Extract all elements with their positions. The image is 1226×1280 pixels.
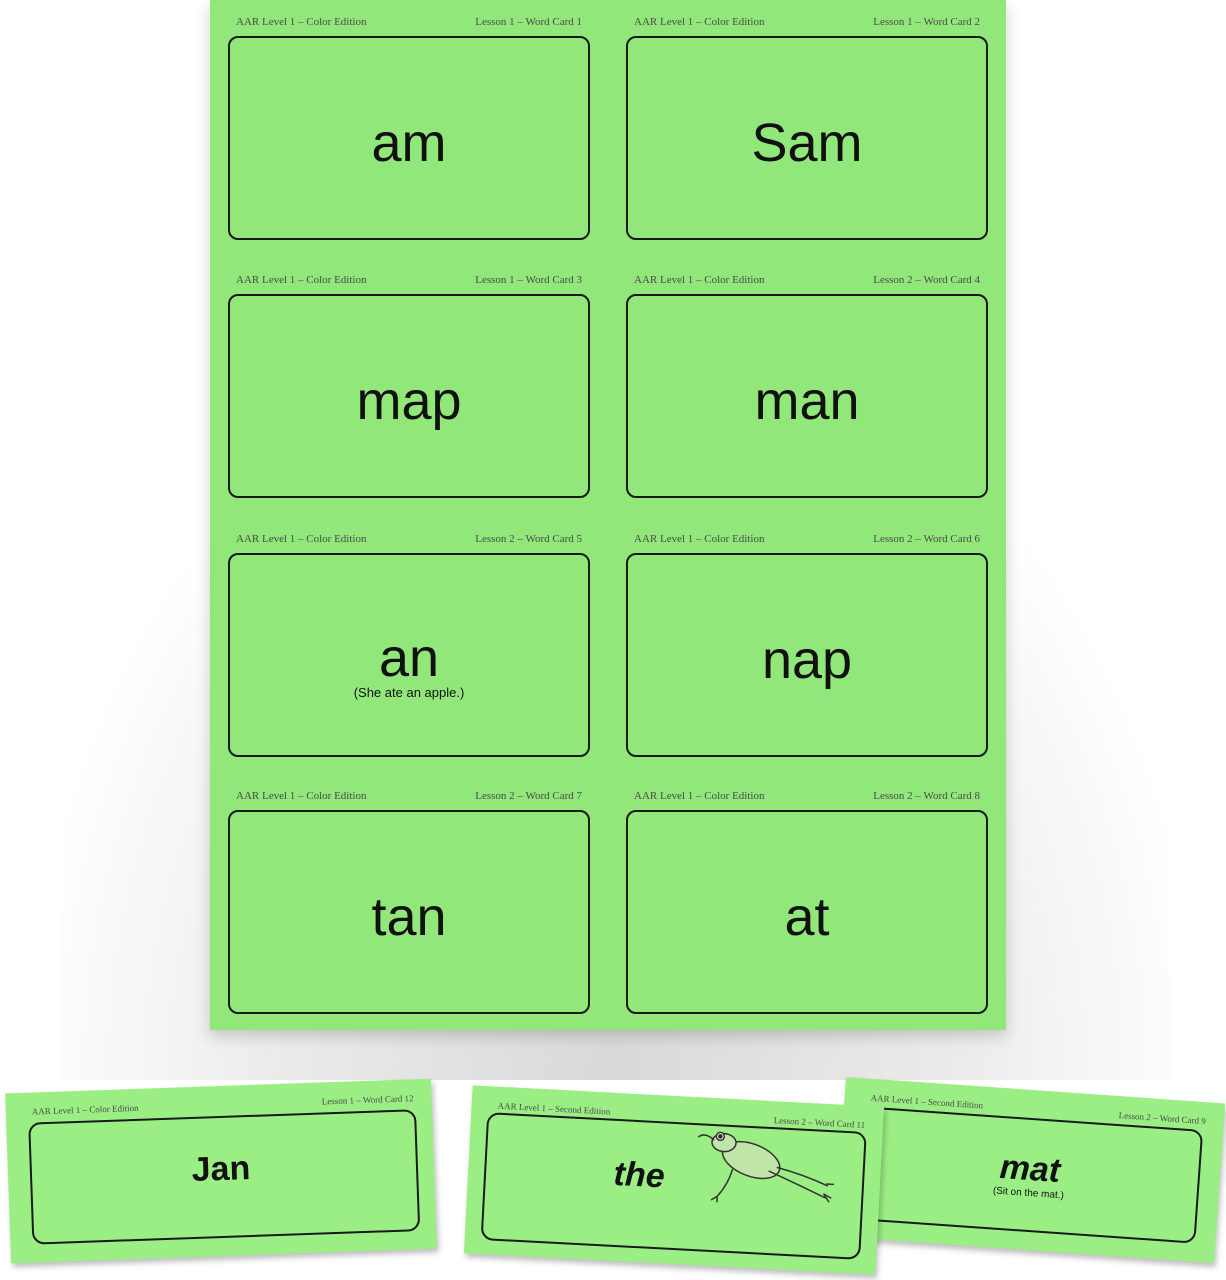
card-word: an — [378, 628, 440, 688]
word-card-an[interactable]: AAR Level 1 – Color Edition Lesson 2 – Wo… — [228, 517, 590, 765]
card-ref: Lesson 2 – Word Card 5 — [475, 533, 582, 545]
card-edition: AAR Level 1 – Color Edition — [634, 533, 765, 545]
card-ref: Lesson 1 – Word Card 1 — [475, 16, 582, 28]
card-word: man — [754, 371, 860, 431]
card-edition: AAR Level 1 – Color Edition — [31, 1102, 139, 1117]
card-ref: Lesson 2 – Word Card 4 — [873, 274, 980, 286]
card-word: tan — [371, 887, 447, 947]
card-ref: Lesson 2 – Word Card 8 — [873, 790, 980, 802]
card-word: am — [371, 113, 447, 173]
frog-icon — [687, 1117, 842, 1217]
card-ref: Lesson 1 – Word Card 12 — [321, 1093, 414, 1107]
loose-card-jan[interactable]: AAR Level 1 – Color Edition Lesson 1 – Wo… — [5, 1078, 437, 1264]
card-edition: AAR Level 1 – Color Edition — [634, 274, 765, 286]
card-edition: AAR Level 1 – Color Edition — [236, 16, 367, 28]
card-border — [626, 294, 988, 498]
card-ref: Lesson 1 – Word Card 2 — [873, 16, 980, 28]
card-word: at — [784, 887, 830, 947]
word-card-at[interactable]: AAR Level 1 – Color Edition Lesson 2 – Wo… — [626, 774, 988, 1022]
card-border — [228, 553, 590, 757]
card-edition: AAR Level 1 – Color Edition — [634, 16, 765, 28]
card-border — [626, 810, 988, 1014]
card-ref: Lesson 1 – Word Card 3 — [475, 274, 582, 286]
card-word: map — [356, 371, 462, 431]
card-word: Sam — [751, 113, 863, 173]
card-ref: Lesson 2 – Word Card 6 — [873, 533, 980, 545]
card-edition: AAR Level 1 – Color Edition — [634, 790, 765, 802]
card-word: nap — [761, 630, 853, 690]
card-border — [626, 36, 988, 240]
card-edition: AAR Level 1 – Color Edition — [236, 533, 367, 545]
word-card-nap[interactable]: AAR Level 1 – Color Edition Lesson 2 – Wo… — [626, 517, 988, 765]
card-border — [228, 294, 590, 498]
word-card-man[interactable]: AAR Level 1 – Color Edition Lesson 2 – Wo… — [626, 258, 988, 506]
card-edition: AAR Level 1 – Color Edition — [236, 274, 367, 286]
card-ref: Lesson 2 – Word Card 7 — [475, 790, 582, 802]
card-border — [228, 36, 590, 240]
card-ref: Lesson 2 – Word Card 9 — [1118, 1110, 1207, 1127]
word-card-map[interactable]: AAR Level 1 – Color Edition Lesson 1 – Wo… — [228, 258, 590, 506]
word-card-sam[interactable]: AAR Level 1 – Color Edition Lesson 1 – Wo… — [626, 0, 988, 248]
word-card-tan[interactable]: AAR Level 1 – Color Edition Lesson 2 – Wo… — [228, 774, 590, 1022]
card-example-sentence: (She ate an apple.) — [353, 685, 465, 700]
card-border — [228, 810, 590, 1014]
card-border — [626, 553, 988, 757]
word-card-am[interactable]: AAR Level 1 – Color Edition Lesson 1 – Wo… — [228, 0, 590, 248]
card-edition: AAR Level 1 – Color Edition — [236, 790, 367, 802]
